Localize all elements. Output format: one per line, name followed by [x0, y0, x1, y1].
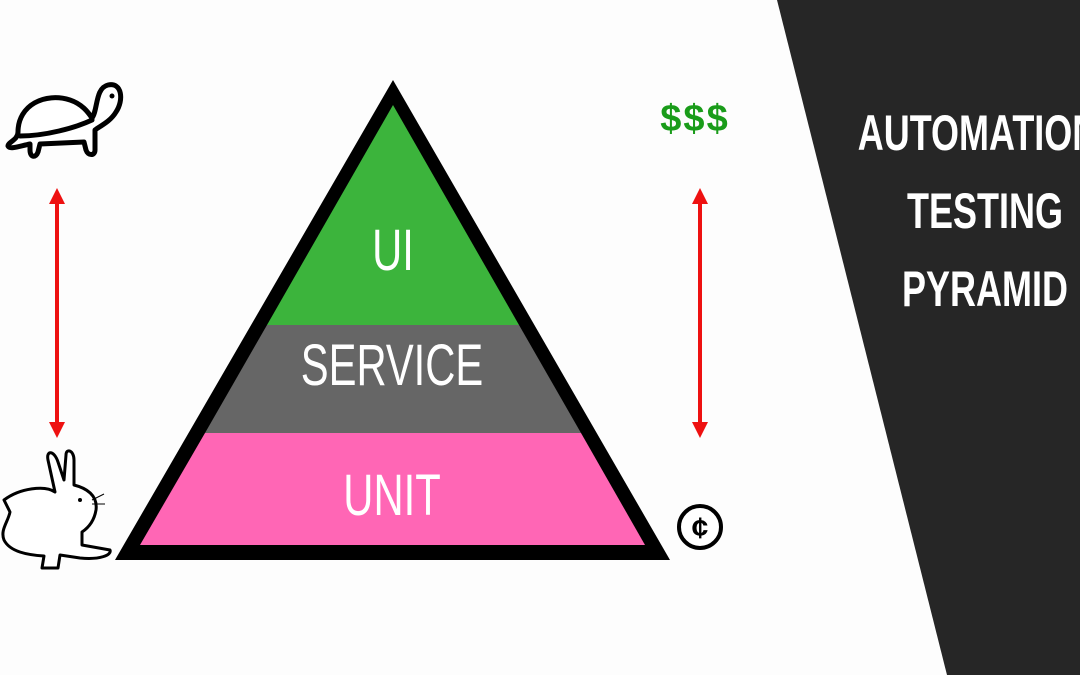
title-line-1: AUTOMATION [858, 106, 1080, 161]
layer-label-service: SERVICE [301, 332, 484, 397]
layer-label-unit: UNIT [343, 462, 440, 527]
rabbit-icon [1, 449, 112, 570]
pyramid-layer-unit [140, 433, 645, 545]
title-line-2: TESTING [907, 184, 1063, 239]
pyramid-layer-service [205, 325, 581, 433]
pyramid-layer-ui [267, 105, 519, 325]
low-cost-label: ¢ [692, 512, 709, 545]
title-line-3: PYRAMID [902, 262, 1068, 317]
high-cost-label: $$$ [660, 98, 729, 140]
cent-icon: ¢ [677, 504, 723, 550]
turtle-icon [5, 82, 124, 159]
layer-label-ui: UI [372, 217, 414, 282]
title-panel [777, 0, 1080, 675]
